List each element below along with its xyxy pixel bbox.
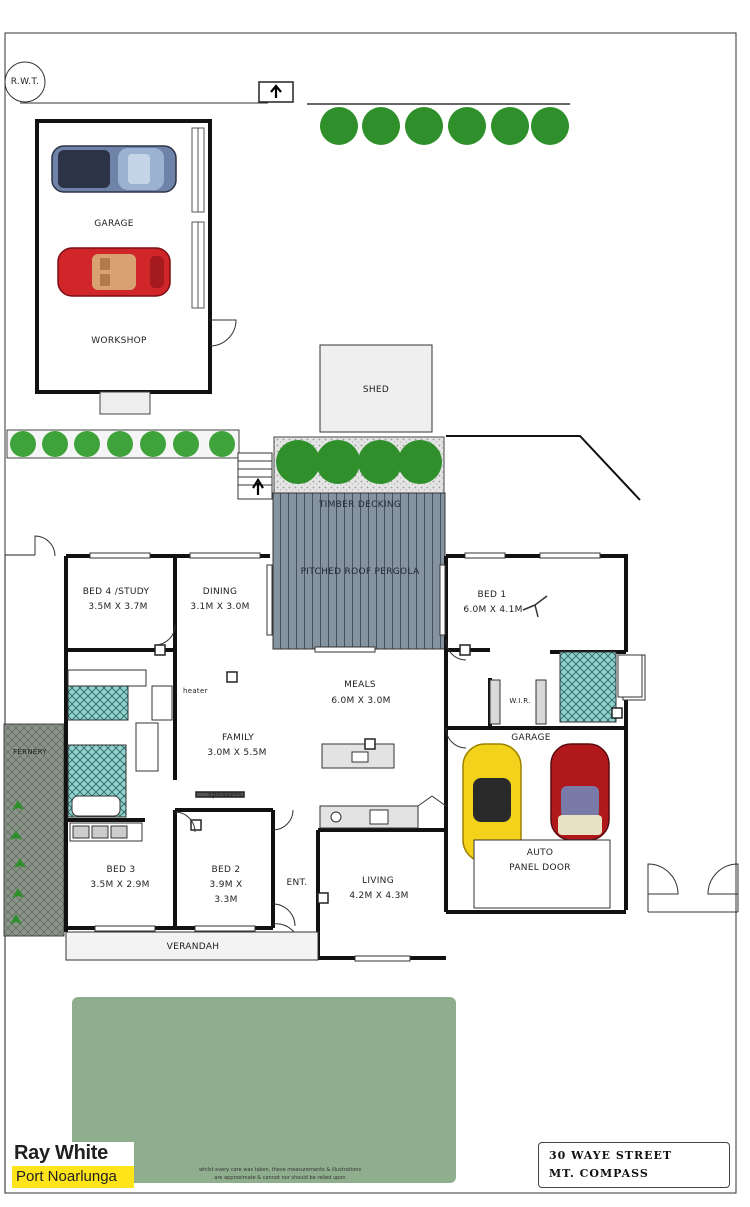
- shed: [319, 344, 433, 433]
- bed1-size: 6.0M X 4.1M: [463, 605, 523, 615]
- dining-label: DINING: [202, 587, 238, 597]
- bed1-label: BED 1: [477, 590, 507, 600]
- verandah-label: VERANDAH: [166, 942, 220, 952]
- meals-size: 6.0M X 3.0M: [331, 696, 391, 706]
- wir-label: W.I.R.: [509, 697, 531, 705]
- left-hedge: [6, 429, 240, 459]
- auto-door-label-a: AUTO: [526, 848, 554, 858]
- wir-robe: [489, 679, 501, 725]
- garden-steps: [237, 452, 273, 500]
- ute-car-icon: [51, 145, 177, 193]
- disclaimer-line-1: whilst every care was taken, these measu…: [198, 1167, 362, 1173]
- speakers-label: speakers: [208, 791, 242, 799]
- ray-white-logo: Ray White Port Noarlunga: [12, 1142, 134, 1188]
- lawn: [72, 997, 456, 1183]
- compass-letter: N: [700, 1157, 710, 1170]
- yellow-car-icon: [462, 743, 522, 863]
- kitchen: [319, 743, 447, 829]
- pergola-label: PITCHED ROOF PERGOLA: [300, 567, 420, 577]
- windows: [89, 552, 646, 962]
- bed4-size: 3.5M X 3.7M: [88, 602, 148, 612]
- verandah: [65, 931, 319, 961]
- shed-label: SHED: [362, 385, 390, 395]
- living-size: 4.2M X 4.3M: [349, 891, 409, 901]
- meals-label: MEALS: [344, 680, 376, 690]
- rear-gate: [258, 81, 294, 103]
- auto-door-label-b: PANEL DOOR: [509, 863, 571, 873]
- disclaimer: whilst every care was taken, these measu…: [190, 1166, 370, 1182]
- house-walls: [64, 554, 628, 960]
- detached-garage-label: GARAGE: [94, 219, 134, 229]
- brand-band: [12, 1166, 134, 1188]
- family-label: FAMILY: [221, 733, 255, 743]
- rainwater-tank: [4, 61, 268, 104]
- pergola-decking: [272, 492, 446, 650]
- workshop-label: WORKSHOP: [91, 336, 147, 346]
- rwt-label: R.W.T.: [10, 77, 40, 87]
- family-size: 3.0M X 5.5M: [207, 748, 267, 758]
- ceiling-fan-icon: [522, 595, 548, 618]
- disclaimer-line-2: are approximate & cannot nor should be r…: [214, 1175, 346, 1181]
- wir-robe-2: [535, 679, 547, 725]
- bed2-size-a: 3.9M X: [209, 880, 243, 890]
- brand-name: Ray White: [14, 1142, 108, 1164]
- garden-bed: [273, 436, 445, 494]
- timber-decking-label: TIMBER DECKING: [318, 500, 402, 510]
- address-box: 30 WAYE STREET MT. COMPASS: [538, 1142, 730, 1188]
- main-garage-label: GARAGE: [511, 733, 551, 743]
- fernery-label: FERNERY: [13, 748, 47, 756]
- office-name: Port Noarlunga: [16, 1168, 117, 1185]
- red-car-icon: [550, 743, 610, 841]
- bathroom-tiles: [67, 651, 643, 842]
- bed4-label: BED 4 /STUDY: [82, 587, 150, 597]
- bed2-size-b: 3.3M: [214, 895, 238, 905]
- top-hedge: [307, 103, 570, 145]
- address-line-1: 30 WAYE STREET: [549, 1149, 673, 1162]
- bed2-label: BED 2: [211, 865, 241, 875]
- doors: [154, 624, 739, 949]
- auto-panel-door: [473, 839, 611, 909]
- bed3-label: BED 3: [106, 865, 136, 875]
- dining-size: 3.1M X 3.0M: [190, 602, 250, 612]
- ent-label: ENT.: [286, 878, 308, 888]
- fernery: [3, 723, 65, 937]
- fixtures: [154, 644, 623, 904]
- address-line-2: MT. COMPASS: [549, 1167, 649, 1180]
- boundary-line: [446, 435, 641, 501]
- bed3-size: 3.5M X 2.9M: [90, 880, 150, 890]
- heater-label: heater: [183, 687, 208, 695]
- living-label: LIVING: [362, 876, 394, 886]
- convertible-car-icon: [57, 247, 171, 297]
